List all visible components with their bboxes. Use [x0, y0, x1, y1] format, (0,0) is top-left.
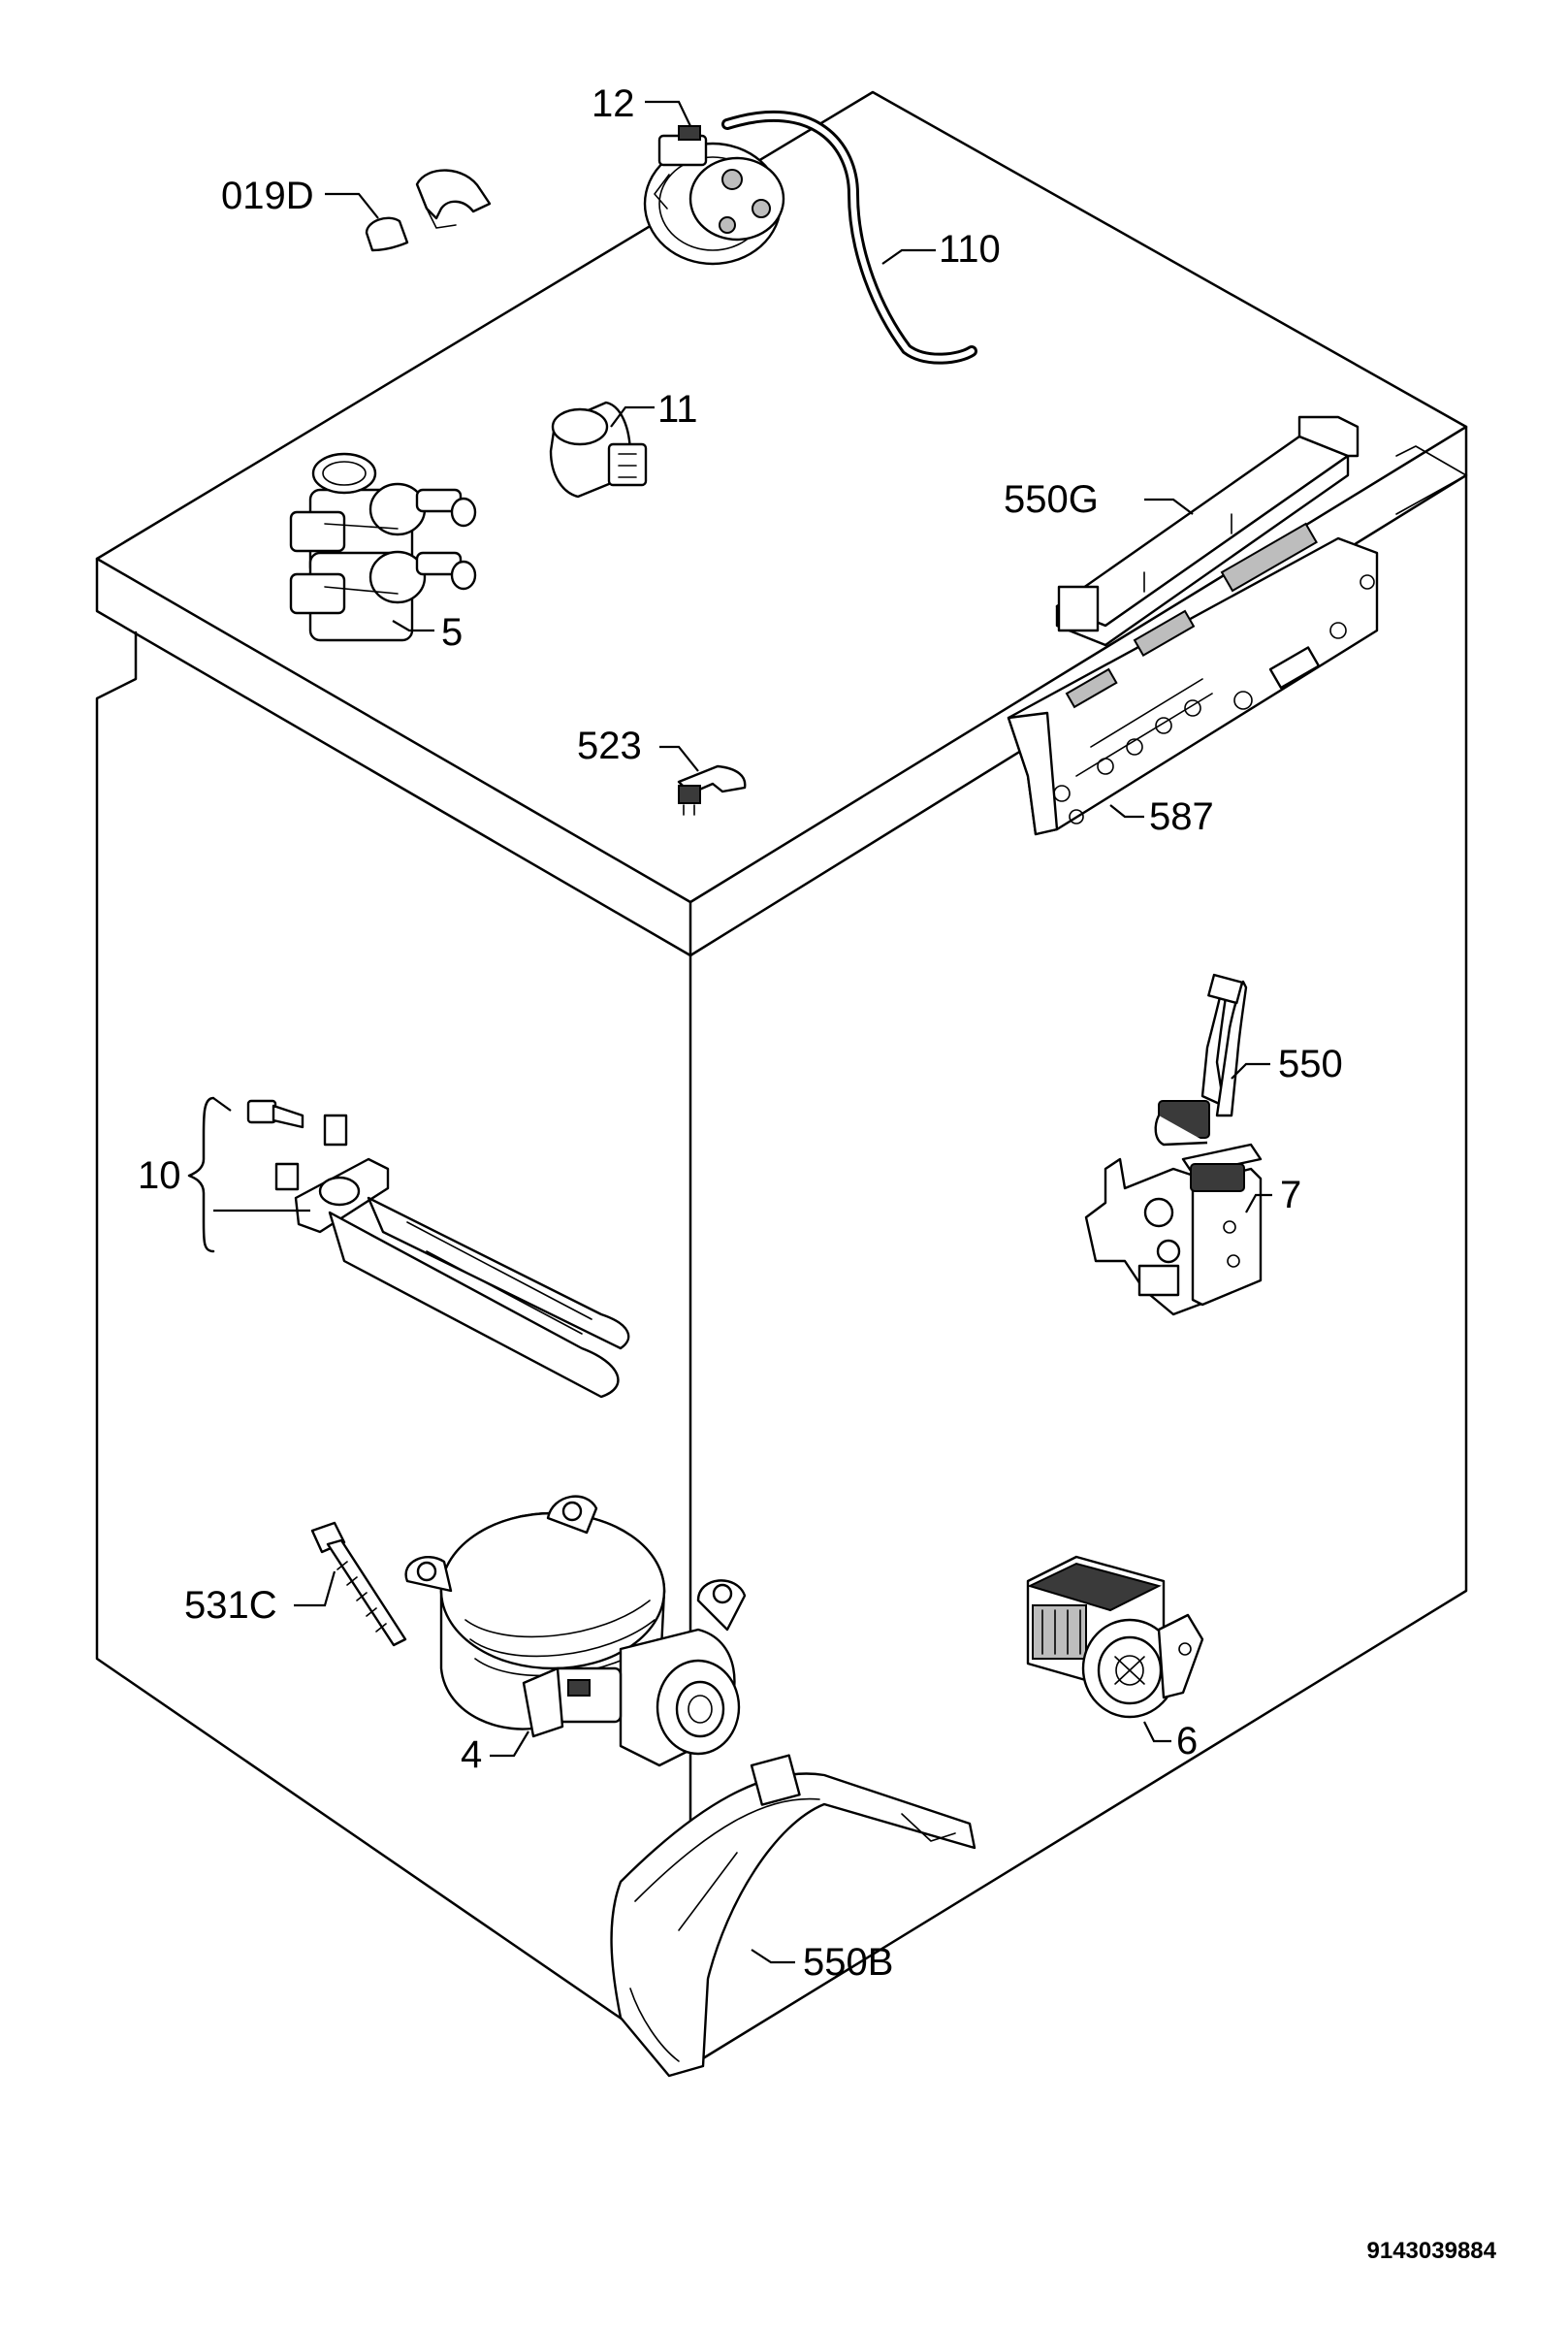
screw-part [310, 1521, 407, 1647]
callout-550: 550 [1278, 1043, 1343, 1085]
document-number: 9143039884 [1367, 2238, 1497, 2264]
pressure-sensor-part [1026, 1555, 1204, 1719]
callout-523: 523 [577, 725, 642, 767]
callout-019D: 019D [221, 175, 314, 217]
callout-4: 4 [461, 1733, 482, 1776]
leader-lines [294, 100, 1272, 1964]
callout-587: 587 [1149, 795, 1214, 838]
heating-element-part [187, 1096, 630, 1399]
wiring-connector-part-550 [1154, 973, 1248, 1147]
callout-531C: 531C [184, 1584, 277, 1627]
water-valve-part [289, 452, 477, 642]
clip-part-523 [677, 764, 747, 816]
callout-11: 11 [657, 388, 698, 431]
clip-part-019D [365, 169, 492, 252]
callout-5: 5 [441, 611, 463, 654]
callout-550B: 550B [803, 1941, 893, 1984]
callout-7: 7 [1280, 1174, 1301, 1216]
callout-10: 10 [138, 1154, 181, 1197]
cabinet-outline [95, 90, 1468, 2068]
bracket-part-550G [1055, 415, 1360, 647]
callout-6: 6 [1176, 1720, 1198, 1762]
callout-550G: 550G [1004, 478, 1099, 521]
drain-pump-part [404, 1495, 747, 1767]
door-lock-part [1084, 1143, 1263, 1316]
callout-110: 110 [939, 228, 1001, 271]
pressure-switch-part [643, 125, 785, 266]
shield-part-550B [610, 1754, 976, 2078]
control-board-part [1007, 522, 1379, 836]
capacitor-part [549, 401, 648, 499]
callout-12: 12 [592, 82, 635, 125]
